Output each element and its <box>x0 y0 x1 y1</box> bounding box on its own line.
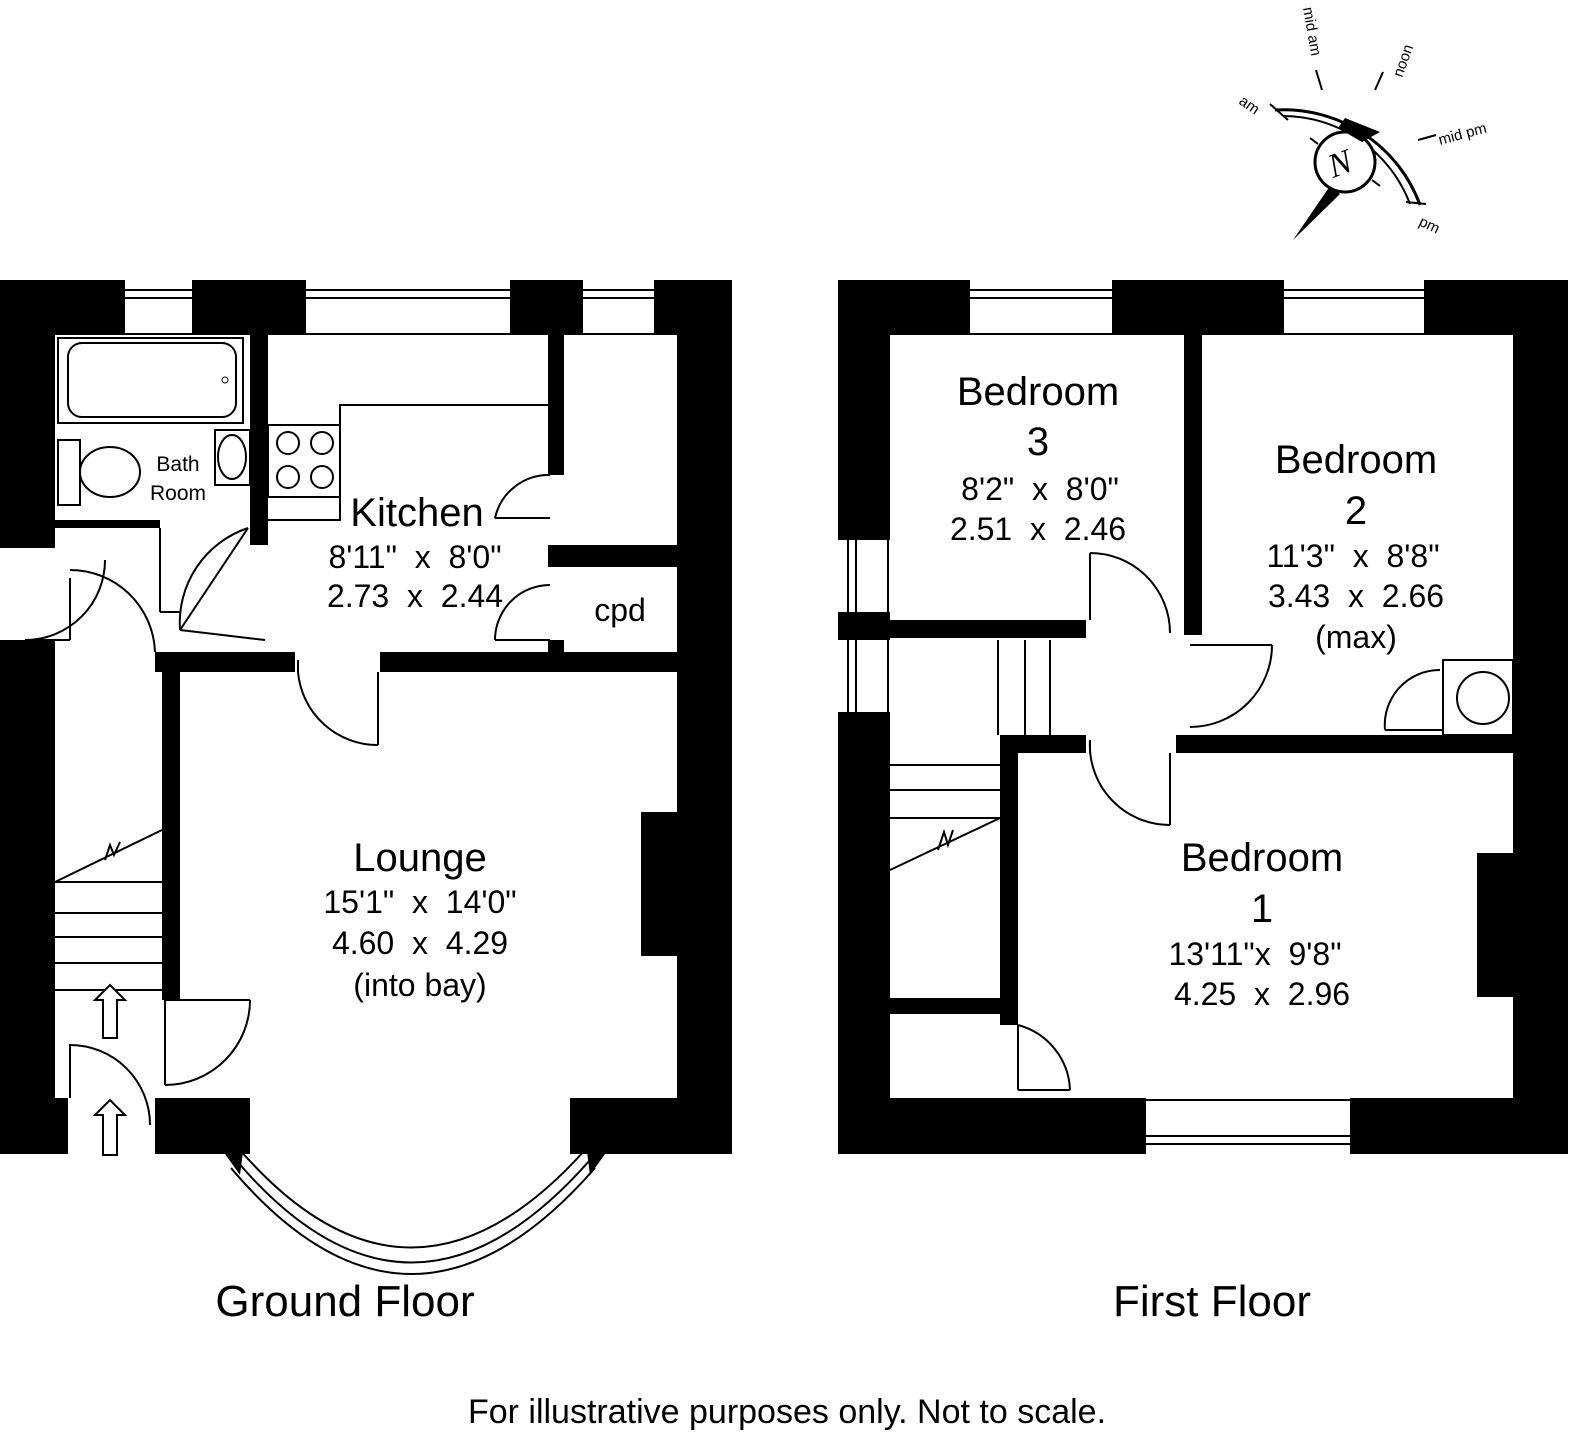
bedroom2-name: Bedroom <box>1275 438 1437 482</box>
staircase <box>889 640 1051 871</box>
bathroom-label-line1: Bath <box>156 453 199 476</box>
sun-label-am: am <box>1236 92 1263 118</box>
bedroom3-name: Bedroom <box>957 370 1119 414</box>
window <box>125 289 654 335</box>
wall <box>1350 1098 1568 1154</box>
compass-pointer-north <box>1338 118 1380 142</box>
window <box>1146 1099 1350 1145</box>
entry-arrow-icon <box>92 1098 128 1156</box>
disclaimer: For illustrative purposes only. Not to s… <box>468 1393 1106 1431</box>
bedroom2-imperial: 11'3" x 8'8" <box>1266 538 1439 574</box>
first-floor-plan: Bedroom 3 8'2" x 8'0" 2.51 x 2.46 Bedroo… <box>838 280 1568 1326</box>
hob-ring <box>310 465 334 489</box>
window <box>970 289 1424 335</box>
sun-label-noon: noon <box>1390 42 1417 79</box>
ground-floor-plan: Bath Room Kitchen 8'11" x 8'0" 2.73 x 2.… <box>0 280 732 1326</box>
bedroom3-metric: 2.51 x 2.46 <box>950 511 1126 547</box>
sun-tick-noon <box>1374 71 1384 91</box>
door-swings <box>1017 552 1443 1091</box>
sun-tick-mid-am <box>1315 69 1323 91</box>
bath-drain <box>221 376 229 384</box>
sun-label-mid-pm: mid pm <box>1437 120 1489 149</box>
sun-tick-pm <box>1405 201 1427 205</box>
wall <box>380 652 681 672</box>
wall <box>890 998 1010 1014</box>
compass-pointer-south <box>1293 186 1340 240</box>
sun-tick-mid-pm <box>1417 134 1437 141</box>
toilet-cistern <box>57 439 81 506</box>
toilet-bowl <box>79 446 141 498</box>
bathroom-label-line2: Room <box>150 482 206 505</box>
wall <box>250 335 268 545</box>
chimney-breast <box>1477 853 1517 997</box>
chimney-breast <box>641 812 681 956</box>
bay-window <box>230 1149 596 1275</box>
window <box>847 540 889 712</box>
lounge-metric: 4.60 x 4.29 <box>332 925 508 961</box>
wall <box>1184 335 1202 635</box>
lounge-name: Lounge <box>353 836 486 880</box>
wall <box>1000 735 1086 753</box>
wall <box>838 612 890 640</box>
sun-label-pm: pm <box>1416 213 1442 237</box>
wall <box>838 280 890 540</box>
sun-tick-am <box>1269 103 1289 121</box>
wall <box>155 652 295 672</box>
wall <box>1112 280 1284 335</box>
wall <box>677 280 732 1154</box>
wall <box>1513 280 1568 1154</box>
wall <box>548 545 681 567</box>
compass-tick-w <box>1309 137 1319 145</box>
staircase <box>54 829 163 991</box>
compass-tick-e <box>1371 179 1381 187</box>
cupboard-label: cpd <box>594 592 646 628</box>
bedroom1-metric: 4.25 x 2.96 <box>1174 976 1350 1012</box>
kitchen-imperial: 8'11" x 8'0" <box>328 539 501 575</box>
hob-ring <box>276 465 300 489</box>
bedroom2-note: (max) <box>1315 619 1397 655</box>
hot-water-cylinder <box>1456 671 1510 725</box>
compass: am mid am noon mid pm pm N <box>1236 6 1489 240</box>
basin-bowl <box>217 434 247 480</box>
bay-wall-left <box>215 1098 250 1175</box>
first-floor-label: First Floor <box>1113 1277 1311 1326</box>
wall <box>1000 735 1018 1025</box>
bedroom3-number: 3 <box>1027 420 1049 464</box>
wall <box>162 672 180 1000</box>
wall <box>548 335 564 475</box>
bedroom2-number: 2 <box>1345 489 1367 533</box>
sun-label-mid-am: mid am <box>1299 6 1324 57</box>
kitchen-metric: 2.73 x 2.44 <box>327 578 503 614</box>
wall <box>1176 735 1513 753</box>
lounge-note: (into bay) <box>353 967 486 1003</box>
bay-wall-right <box>570 1098 605 1175</box>
ground-floor-label: Ground Floor <box>215 1277 474 1326</box>
bedroom1-name: Bedroom <box>1181 836 1343 880</box>
bedroom1-number: 1 <box>1251 887 1273 931</box>
worktop <box>268 404 548 521</box>
bathtub-inner <box>67 342 237 418</box>
wall <box>838 712 890 1154</box>
wall <box>192 280 306 335</box>
bedroom3-imperial: 8'2" x 8'0" <box>961 471 1119 507</box>
wall <box>0 1098 68 1154</box>
wall <box>55 520 160 528</box>
wall <box>510 280 583 335</box>
door-swings <box>24 473 551 1126</box>
wall <box>0 640 55 1154</box>
wall <box>838 1098 1146 1154</box>
entry-arrow-icon <box>92 983 128 1039</box>
bedroom2-metric: 3.43 x 2.66 <box>1268 578 1444 614</box>
hob-ring <box>276 431 300 455</box>
hob-ring <box>310 431 334 455</box>
wall <box>890 620 1086 638</box>
bedroom1-imperial: 13'11"x 9'8" <box>1168 936 1341 972</box>
lounge-imperial: 15'1" x 14'0" <box>323 884 516 920</box>
kitchen-name: Kitchen <box>350 491 483 535</box>
wall <box>0 280 55 548</box>
